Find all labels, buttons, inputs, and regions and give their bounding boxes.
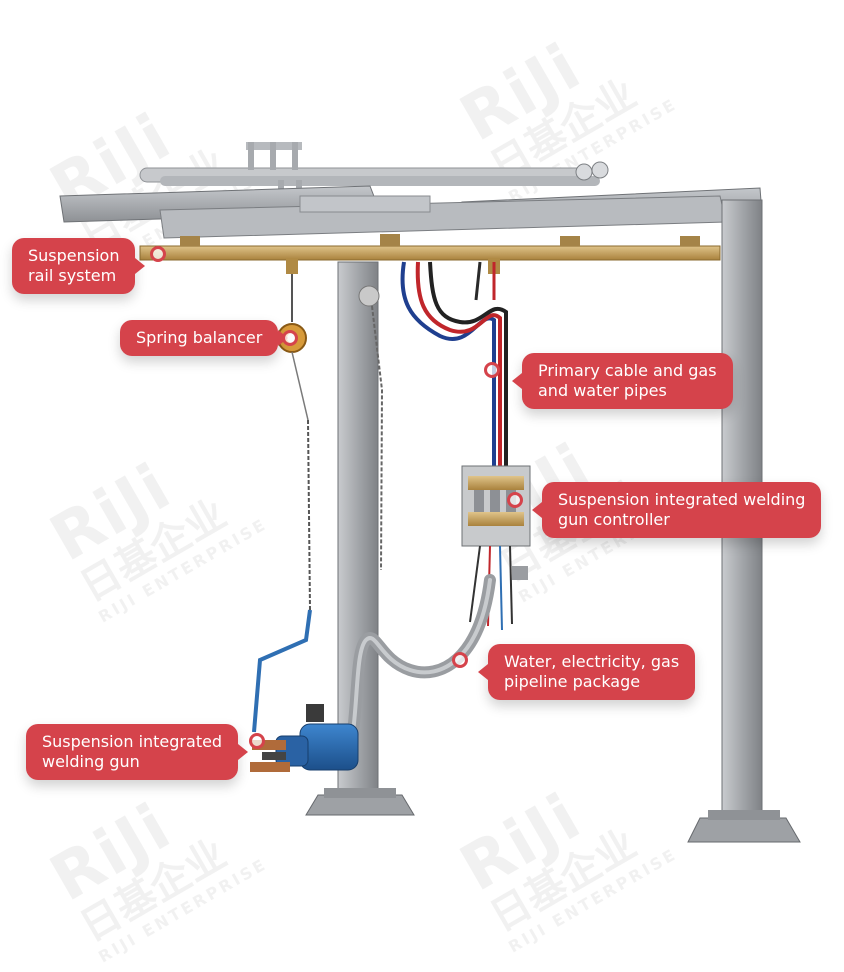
callout-line: pipeline package — [504, 672, 641, 691]
callout-line: Suspension integrated — [42, 732, 223, 751]
callout-line: Suspension integrated welding — [558, 490, 806, 509]
callout-line: gun controller — [558, 510, 670, 529]
callout-gun-controller: Suspension integrated welding gun contro… — [531, 482, 822, 538]
welding-gun — [250, 704, 359, 772]
callout-line: welding gun — [42, 752, 140, 771]
marker-welding-gun — [249, 733, 265, 749]
callout-line: Water, electricity, gas — [504, 652, 680, 671]
callout-line: rail system — [28, 266, 117, 285]
primary-cables — [400, 261, 508, 470]
gun-hanger — [252, 609, 312, 733]
callout-spring-balancer: Spring balancer — [120, 320, 289, 356]
marker-pipeline-package — [452, 652, 468, 668]
callout-line: Primary cable and gas — [538, 361, 717, 380]
marker-spring-balancer — [282, 330, 298, 346]
callout-line: and water pipes — [538, 381, 667, 400]
controller-unit — [461, 465, 531, 631]
frame-beams — [59, 185, 763, 239]
callout-line: Suspension — [28, 246, 120, 265]
marker-primary-cable — [484, 362, 500, 378]
callout-line: Spring balancer — [136, 328, 263, 347]
marker-suspension-rail — [150, 246, 166, 262]
callout-primary-cable: Primary cable and gas and water pipes — [512, 353, 733, 409]
callout-pipeline-package: Water, electricity, gas pipeline package — [477, 644, 696, 700]
callout-suspension-rail: Suspension rail system — [12, 238, 147, 294]
callout-welding-gun: Suspension integrated welding gun — [26, 724, 249, 780]
suspension-rail — [139, 234, 721, 274]
marker-gun-controller — [507, 492, 523, 508]
